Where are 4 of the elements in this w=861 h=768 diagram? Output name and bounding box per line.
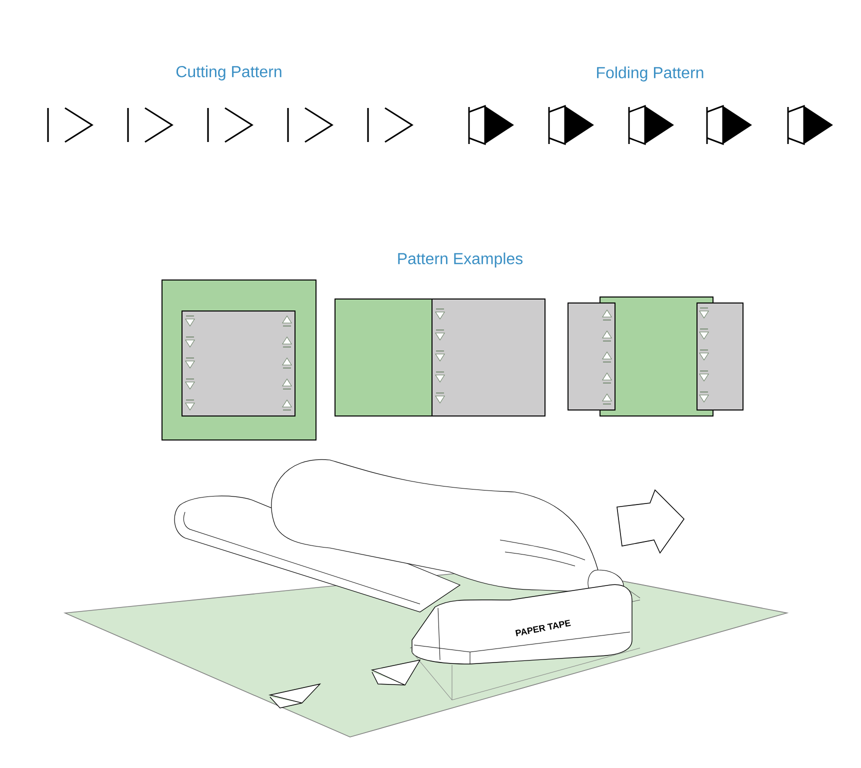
device-label: PAPER TAPE: [515, 620, 571, 636]
section-heading: Pattern Examples: [398, 252, 523, 268]
section-heading: Cutting Pattern: [176, 66, 282, 80]
section-heading: Folding Pattern: [597, 66, 704, 82]
